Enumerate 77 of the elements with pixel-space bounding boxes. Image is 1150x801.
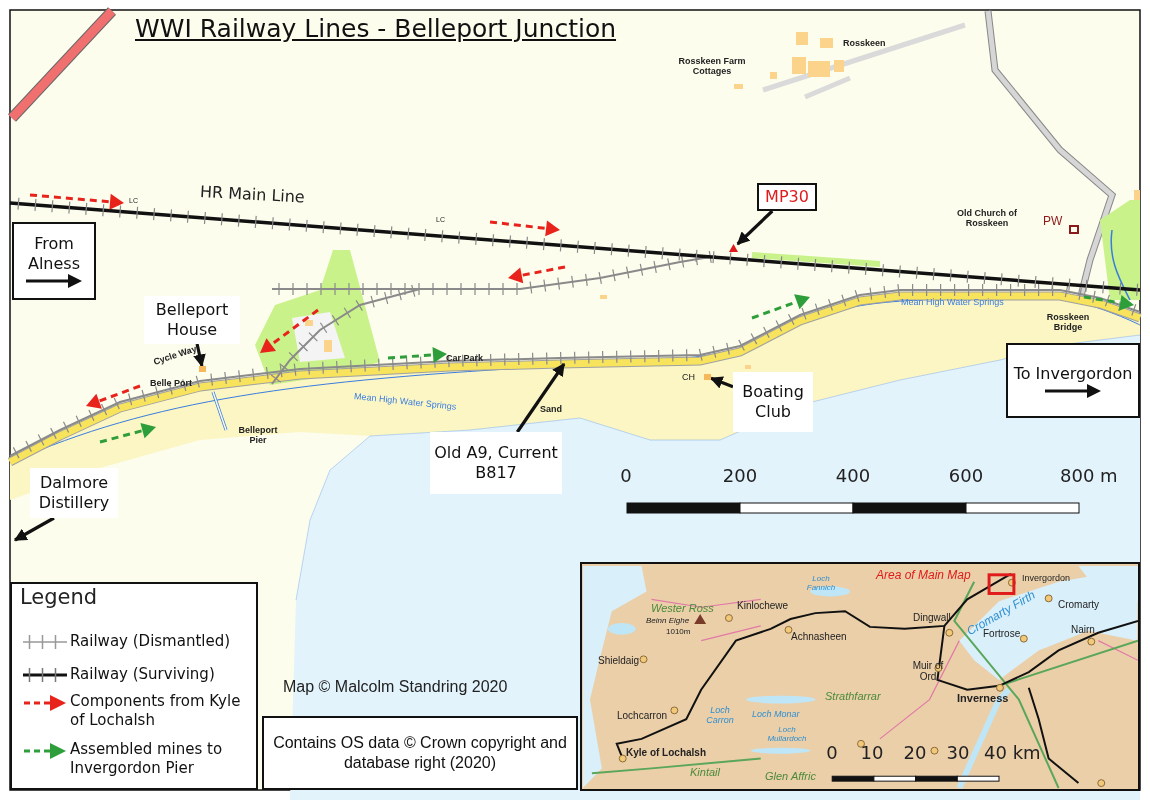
map-label: PW — [1043, 215, 1063, 229]
building-marker — [704, 374, 711, 380]
leader-arrow — [516, 362, 566, 433]
leader-arrow — [709, 376, 734, 389]
scale-label: 200 — [722, 466, 758, 486]
map-label: 1010m — [666, 628, 691, 637]
leader-arrow — [13, 516, 55, 542]
place-name: Kyle of Lochalsh — [626, 747, 706, 758]
leader-arrow — [193, 343, 206, 368]
place-name: Loch Carron — [705, 706, 735, 726]
scale-label: 0 — [826, 743, 838, 763]
legend-text: Components from Kyle of Lochalsh — [70, 692, 242, 730]
region-name: Wester Ross — [651, 602, 714, 615]
map-title: WWI Railway Lines - Belleport Junction — [135, 14, 617, 43]
sign-box — [1006, 343, 1140, 418]
place-name: Loch Mullardoch — [766, 726, 808, 744]
legend-text: Assembled mines to Invergordon Pier — [70, 740, 224, 778]
region-name: Strathfarrar — [825, 690, 881, 703]
place-name: Loch Monar — [752, 710, 800, 720]
map-label: Cycle Way — [152, 344, 199, 368]
place-name: Old Church of Rosskeen — [956, 209, 1018, 229]
label-background — [430, 432, 562, 494]
map-label: Mean High Water Springs — [901, 298, 1004, 308]
place-name: Loch Fannich — [805, 575, 837, 593]
credit-text: Contains OS data © Crown copyright and database right (2020) — [272, 733, 568, 773]
place-name: To Invergordon — [1013, 363, 1133, 384]
place-name: Dingwall — [913, 612, 951, 623]
label-background — [30, 468, 118, 518]
place-name: Shieldaig — [598, 655, 640, 666]
place-name: Belleport House — [154, 300, 230, 340]
credit-text: Map © Malcolm Standring 2020 — [283, 678, 508, 696]
region-name: Kintail — [690, 766, 720, 779]
place-name: Dalmore Distillery — [37, 473, 111, 513]
legend-text: Railway (Surviving) — [70, 665, 216, 684]
legend-text: Railway (Dismantled) — [70, 632, 232, 651]
place-name: Achnasheen — [791, 631, 847, 642]
place-name: Boating Club — [741, 382, 805, 422]
region-name: Glen Affric — [765, 770, 816, 783]
map-label: Mean High Water Springs — [353, 392, 457, 413]
leader-arrow — [736, 209, 774, 246]
place-name: Beinn Eighe — [646, 617, 690, 626]
place-name: Belleport Pier — [237, 426, 279, 446]
map-label: Sand — [540, 405, 562, 415]
place-name: Invergordon — [1022, 574, 1071, 584]
place-name: Rosskeen Bridge — [1045, 313, 1091, 333]
scale-label: 30 — [946, 743, 970, 763]
scale-label: 800 m — [1060, 466, 1118, 486]
place-name: Old A9, Current B817 — [433, 443, 559, 483]
place-name: Rosskeen Farm Cottages — [677, 57, 747, 77]
place-name: Lochcarron — [617, 710, 668, 721]
railway-name: HR Main Line — [199, 183, 306, 207]
place-name: Nairn — [1071, 624, 1095, 635]
scale-label: 40 km — [984, 743, 1041, 763]
place-name: Belle Port — [150, 379, 192, 389]
map-label: Car Park — [446, 354, 484, 364]
building-marker — [199, 366, 206, 372]
scale-label: 0 — [620, 466, 632, 486]
label-background — [733, 372, 813, 432]
scale-label: 400 — [835, 466, 871, 486]
place-name: Muir of Ord — [911, 660, 945, 682]
scale-label: 10 — [860, 743, 884, 763]
scale-label: 20 — [903, 743, 927, 763]
label-background — [144, 296, 240, 344]
callout-box — [757, 183, 817, 211]
map-label: Area of Main Map — [876, 569, 971, 583]
milepost-marker — [729, 244, 738, 252]
place-name: Rosskeen — [843, 39, 886, 49]
credit-box — [262, 716, 578, 790]
sign-box — [12, 222, 96, 300]
place-name: MP30 — [765, 187, 809, 207]
map-label: CH — [682, 373, 695, 383]
place-name: From Alness — [26, 234, 81, 274]
place-name: Kinlochewe — [737, 600, 789, 611]
place-name: Inverness — [957, 692, 1009, 705]
scale-label: 600 — [948, 466, 984, 486]
place-name: Cromarty — [1058, 599, 1100, 610]
legend-title: Legend — [20, 586, 98, 610]
